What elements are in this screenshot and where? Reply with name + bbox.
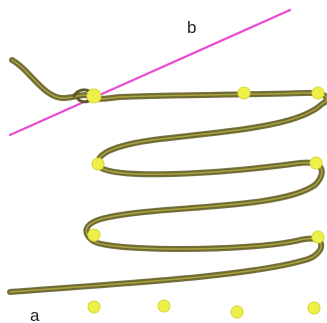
label-b: b — [187, 18, 196, 37]
label-a: a — [30, 306, 40, 323]
free-bead — [231, 306, 243, 318]
line-b — [10, 10, 290, 135]
fiber-bead — [312, 87, 324, 99]
fiber-a — [10, 60, 327, 292]
free-beads — [88, 300, 320, 318]
free-bead — [308, 302, 320, 314]
fiber-bead — [310, 157, 322, 169]
fiber-bead — [238, 87, 250, 99]
fiber-bead — [87, 89, 101, 103]
fiber-bead — [312, 231, 324, 243]
free-bead — [88, 301, 100, 313]
free-bead — [158, 300, 170, 312]
fiber-bead — [92, 158, 104, 170]
fiber-bead — [88, 229, 100, 241]
